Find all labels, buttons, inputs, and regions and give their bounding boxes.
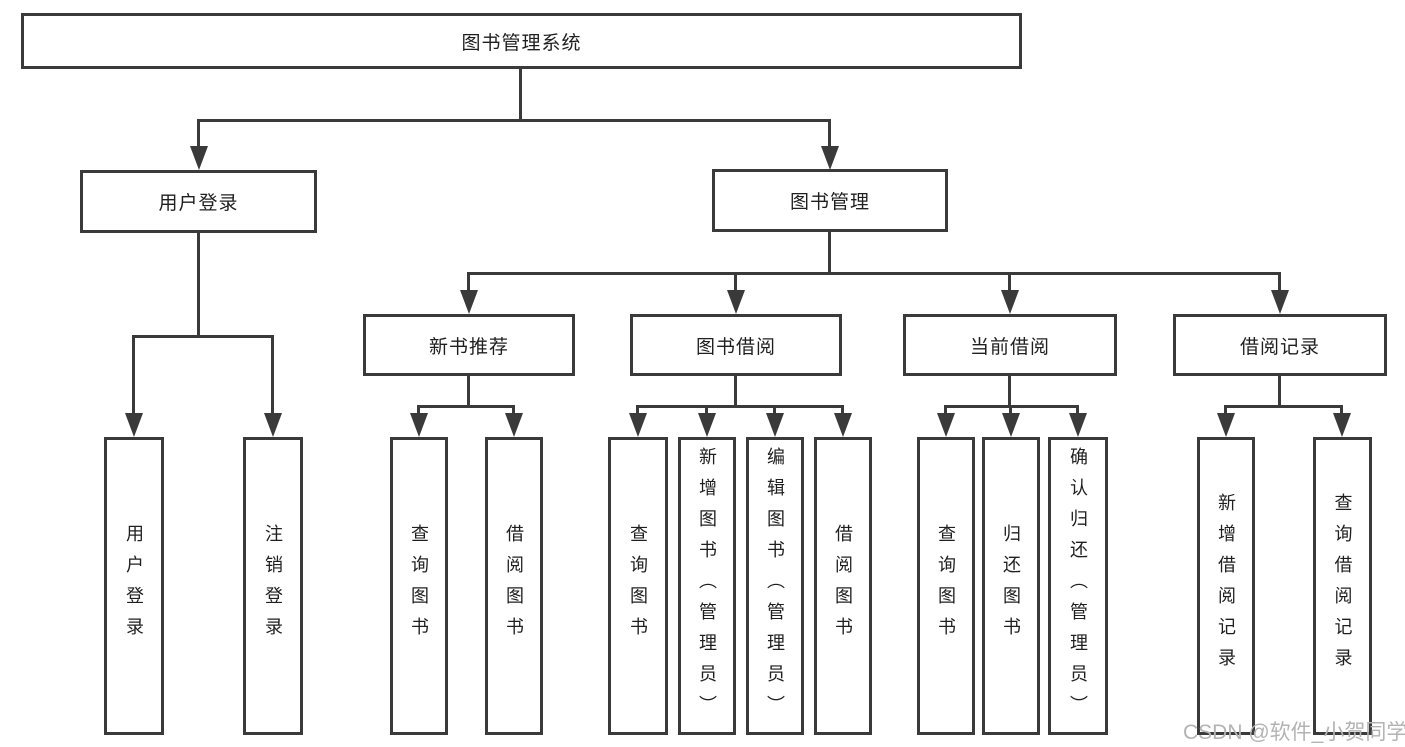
leaf-label: 借阅图书	[504, 524, 524, 648]
connector-arrow	[132, 335, 135, 413]
leaf-label: 查询图书	[936, 524, 956, 648]
node-book-management: 图书管理	[712, 169, 948, 232]
connector-root-stem	[519, 68, 522, 122]
node-user-login: 用户登录	[80, 170, 317, 233]
connector-arrow	[1224, 405, 1227, 413]
connector-arrow	[1278, 272, 1281, 290]
leaf-label: 借阅图书	[833, 524, 853, 648]
watermark: CSDN @软件_小贺同学	[1183, 721, 1405, 744]
leaf-return-book: 归还图书	[982, 437, 1040, 735]
node-label: 新书推荐	[428, 336, 509, 358]
node-label: 借阅记录	[1239, 336, 1320, 358]
connector-borrowing-stem	[734, 376, 737, 408]
connector-arrow	[512, 405, 515, 413]
connector-arrow	[734, 272, 737, 290]
leaf-user-login: 用户登录	[104, 437, 164, 735]
leaf-add-book-admin: 新增图书（管理员）	[678, 437, 736, 735]
leaf-label: 归还图书	[1001, 524, 1021, 648]
node-label: 图书借阅	[695, 336, 776, 358]
leaf-label: 用户登录	[124, 524, 144, 648]
connector-book-mgmt-stem	[828, 232, 831, 275]
connector-arrow	[197, 119, 200, 146]
connector-arrow	[1008, 272, 1011, 290]
node-new-book-recommendation: 新书推荐	[363, 314, 575, 376]
connector-arrow	[1340, 405, 1343, 413]
connector-book-mgmt-bar	[467, 272, 1281, 275]
leaf-query-borrow-record: 查询借阅记录	[1313, 437, 1372, 735]
leaf-label: 编辑图书（管理员）	[765, 446, 785, 726]
node-borrowing-records: 借阅记录	[1173, 314, 1387, 376]
node-current-borrowing: 当前借阅	[903, 314, 1117, 376]
connector-user-login-bar	[132, 335, 274, 338]
connector-arrow	[841, 405, 844, 413]
leaf-edit-book-admin: 编辑图书（管理员）	[746, 437, 804, 735]
connector-new-book-stem	[467, 376, 470, 408]
leaf-label: 新增借阅记录	[1216, 493, 1236, 679]
node-label: 当前借阅	[969, 336, 1050, 358]
leaf-query-books-borrowing: 查询图书	[608, 437, 668, 735]
connector-borrowing-bar	[636, 405, 844, 408]
connector-records-bar	[1224, 405, 1343, 408]
connector-arrow	[773, 405, 776, 413]
connector-arrow	[1076, 405, 1079, 413]
connector-arrow	[271, 335, 274, 413]
connector-current-stem	[1008, 376, 1011, 408]
connector-arrow	[467, 272, 470, 290]
node-root: 图书管理系统	[21, 13, 1022, 69]
connector-arrow	[417, 405, 420, 413]
connector-arrow	[636, 405, 639, 413]
leaf-borrow-books-borrowing: 借阅图书	[814, 437, 872, 735]
leaf-add-borrow-record: 新增借阅记录	[1197, 437, 1255, 735]
leaf-label: 查询借阅记录	[1332, 493, 1353, 679]
node-label: 图书管理	[789, 192, 870, 213]
leaf-label: 新增图书（管理员）	[697, 446, 717, 726]
leaf-borrow-books-recommend: 借阅图书	[485, 437, 543, 735]
leaf-logout: 注销登录	[243, 437, 303, 735]
connector-arrow	[944, 405, 947, 413]
connector-arrow	[828, 119, 831, 146]
leaf-confirm-return-admin: 确认归还（管理员）	[1048, 437, 1108, 735]
leaf-query-books-recommend: 查询图书	[390, 437, 448, 735]
connector-arrow	[1009, 405, 1012, 413]
connector-user-login-stem	[197, 233, 200, 337]
leaf-label: 查询图书	[409, 524, 429, 648]
connector-new-book-bar	[417, 405, 515, 408]
node-book-borrowing: 图书借阅	[630, 314, 842, 376]
node-label: 图书管理系统	[461, 32, 582, 54]
leaf-label: 注销登录	[263, 524, 283, 648]
leaf-query-books-current: 查询图书	[917, 437, 975, 735]
connector-root-bar	[197, 119, 831, 122]
leaf-label: 确认归还（管理员）	[1068, 446, 1088, 726]
connector-arrow	[705, 405, 708, 413]
connector-records-stem	[1278, 376, 1281, 408]
node-label: 用户登录	[158, 193, 239, 214]
leaf-label: 查询图书	[628, 524, 648, 648]
